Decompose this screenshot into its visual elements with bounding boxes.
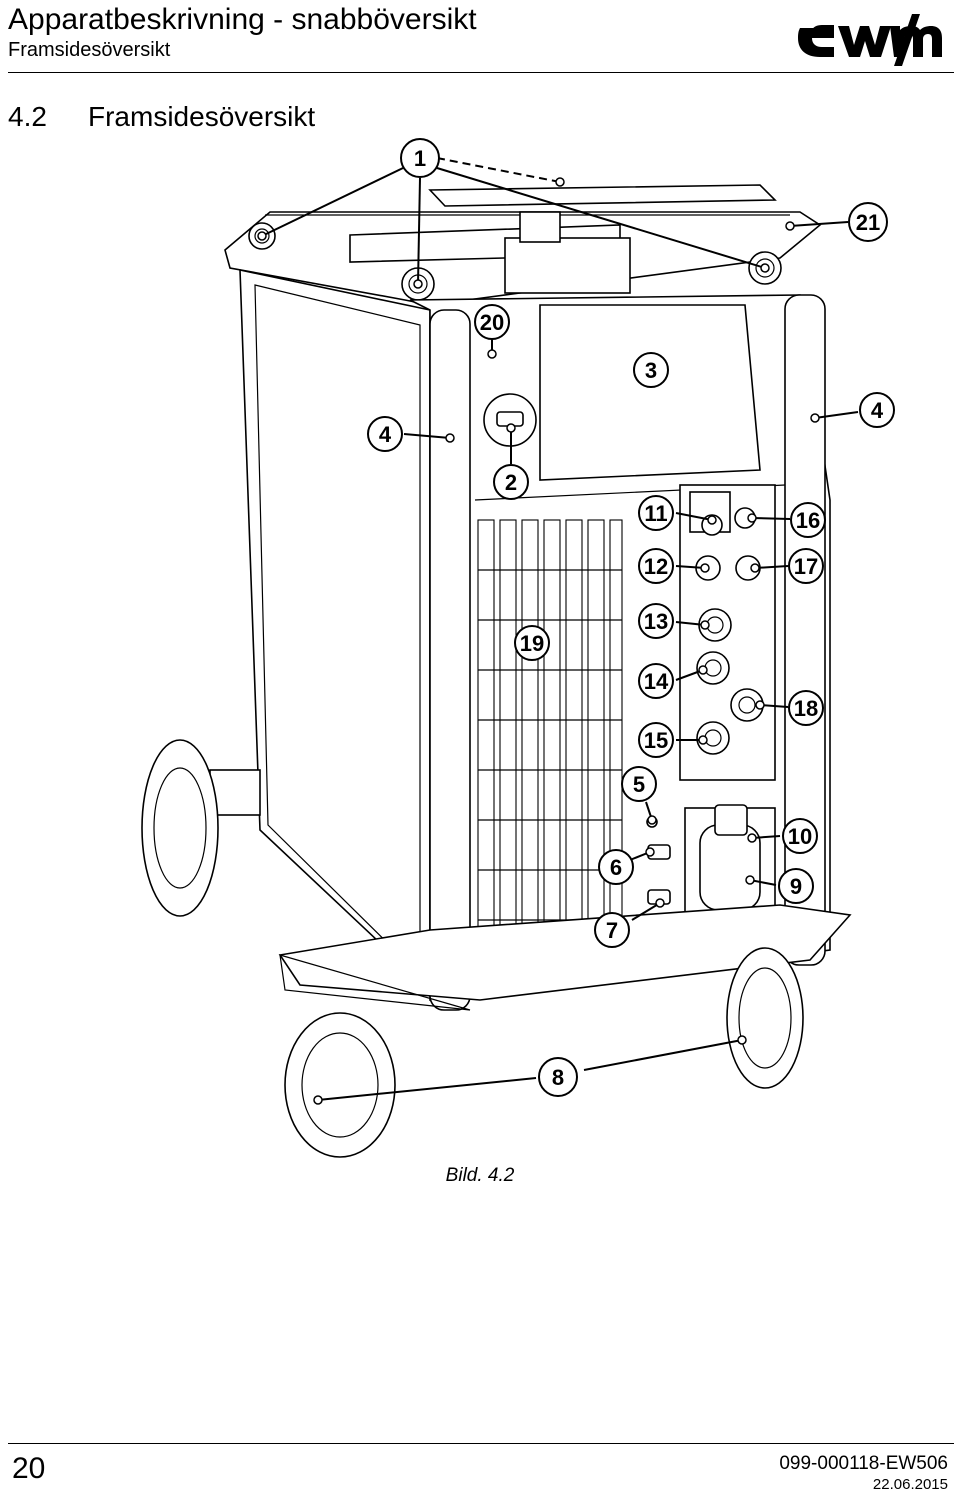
svg-text:2: 2	[505, 470, 517, 495]
callout-1: 1	[400, 138, 440, 178]
callout-7: 7	[594, 912, 630, 948]
svg-text:17: 17	[794, 554, 818, 579]
header-rule	[8, 72, 954, 73]
callout-2: 2	[493, 464, 529, 500]
svg-text:3: 3	[645, 358, 657, 383]
callout-6: 6	[598, 849, 634, 885]
callout-12: 12	[638, 548, 674, 584]
leader-lines	[261, 157, 859, 1101]
svg-text:4: 4	[379, 422, 392, 447]
machine-drawing	[141, 184, 852, 1158]
svg-text:20: 20	[480, 310, 504, 335]
ewm-logo: ewm	[798, 14, 942, 66]
svg-text:18: 18	[794, 696, 818, 721]
callout-19: 19	[514, 625, 550, 661]
svg-text:11: 11	[644, 501, 667, 526]
section-title: Framsidesöversikt	[88, 101, 316, 132]
callout-10: 10	[782, 818, 818, 854]
callout-11: 11	[638, 495, 674, 531]
section-number: 4.2	[8, 101, 47, 132]
welding-machine-front-view-figure: 1 21 20 3 4 4 2 11 16 12 17 13 19 14 18 …	[141, 138, 895, 1158]
callout-20: 20	[474, 304, 510, 340]
svg-text:6: 6	[610, 855, 622, 880]
svg-text:16: 16	[796, 508, 820, 533]
document-title: Apparatbeskrivning - snabböversikt	[8, 3, 477, 36]
callout-4-left: 4	[367, 416, 403, 452]
callout-8: 8	[538, 1057, 578, 1097]
svg-text:10: 10	[788, 824, 812, 849]
svg-text:9: 9	[790, 874, 802, 899]
svg-text:21: 21	[856, 210, 880, 235]
callout-21: 21	[848, 202, 888, 242]
leader-endpoints	[257, 177, 820, 1105]
svg-text:4: 4	[871, 398, 884, 423]
callout-4-right: 4	[859, 392, 895, 428]
document-date: 22.06.2015	[872, 1476, 948, 1493]
svg-text:8: 8	[552, 1065, 564, 1090]
document-id: 099-000118-EW506	[779, 1453, 948, 1474]
svg-text:15: 15	[644, 728, 668, 753]
svg-text:13: 13	[644, 609, 668, 634]
callout-13: 13	[638, 603, 674, 639]
svg-text:14: 14	[644, 669, 669, 694]
section-heading: 4.2 Framsidesöversikt	[8, 100, 315, 134]
callout-16: 16	[790, 502, 826, 538]
callout-14: 14	[638, 663, 674, 699]
callout-17: 17	[788, 548, 824, 584]
callout-15: 15	[638, 722, 674, 758]
svg-text:7: 7	[606, 918, 618, 943]
callout-3: 3	[633, 352, 669, 388]
vent-grille	[477, 519, 623, 961]
svg-text:19: 19	[520, 631, 544, 656]
callout-5: 5	[621, 766, 657, 802]
callout-9: 9	[778, 868, 814, 904]
svg-text:5: 5	[633, 772, 645, 797]
callout-18: 18	[788, 690, 824, 726]
svg-text:1: 1	[414, 146, 426, 171]
document-subtitle: Framsidesöversikt	[8, 39, 171, 61]
figure-caption: Bild. 4.2	[445, 1165, 515, 1186]
svg-text:12: 12	[644, 554, 668, 579]
footer-rule	[8, 1443, 954, 1444]
page-number: 20	[12, 1452, 46, 1485]
